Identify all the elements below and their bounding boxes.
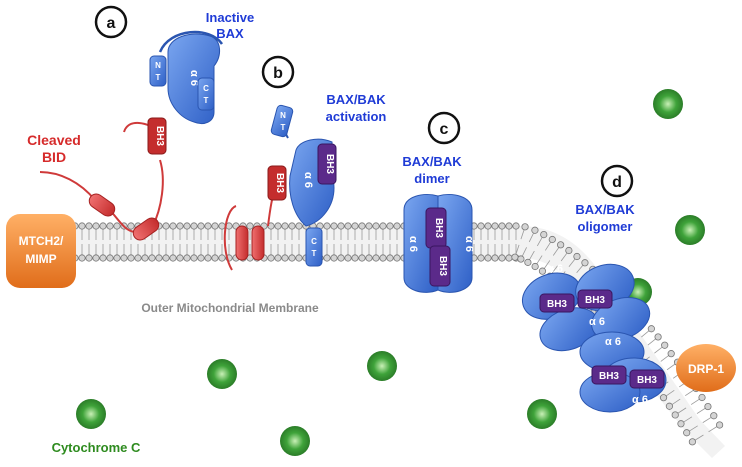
step-a-label-line2: BAX <box>216 26 244 41</box>
step-d: d BAX/BAK oligomer α 6 BH3 BH3 α 6 α 6 B… <box>522 164 667 413</box>
cytochrome-c <box>280 426 310 456</box>
step-b-bid-bh3-label: BH3 <box>274 173 285 193</box>
step-a-alpha6-label: α 6 <box>188 70 200 86</box>
bid-label-line2: BID <box>42 149 66 165</box>
cytochrome-c <box>367 351 397 381</box>
step-c-bh3-top: BH3 <box>433 218 444 238</box>
step-c-label-line1: BAX/BAK <box>402 154 462 169</box>
mtch2-label-line1: MTCH2/ <box>19 234 64 248</box>
step-b-ct-c: C <box>311 237 317 246</box>
cytochrome-c-molecules <box>76 89 705 456</box>
step-a-ct-t: T <box>204 96 209 105</box>
step-b-alpha6-label: α 6 <box>302 172 314 188</box>
step-a: a Inactive BAX α 6 N T C T <box>94 5 254 125</box>
cytochrome-c <box>76 399 106 429</box>
drp1: DRP-1 <box>676 344 736 392</box>
step-d-bh3-3: BH3 <box>599 371 619 382</box>
step-b-bax-bh3-label: BH3 <box>324 154 335 174</box>
cytochrome-c <box>653 89 683 119</box>
step-d-alpha6-4: α 6 <box>632 394 648 406</box>
step-d-alpha6-2: α 6 <box>589 316 605 328</box>
membrane-label: Outer Mitochondrial Membrane <box>141 301 319 315</box>
cytochrome-c <box>207 359 237 389</box>
step-b-ct-t: T <box>312 249 317 258</box>
step-b-number: b <box>273 65 283 82</box>
step-b-label-line2: activation <box>326 109 387 124</box>
step-b-nt-n: N <box>280 111 286 120</box>
step-d-marker <box>600 164 634 198</box>
step-b-marker <box>261 55 295 89</box>
step-b-nt-t: T <box>281 123 286 132</box>
step-c-number: c <box>440 121 449 138</box>
step-a-nt-t: T <box>156 73 161 82</box>
drp1-label: DRP-1 <box>688 362 724 376</box>
step-a-number: a <box>107 15 116 32</box>
step-d-alpha6-3: α 6 <box>605 336 621 348</box>
step-b: b BAX/BAK activation BH3 α 6 BH3 N T C T <box>223 55 387 271</box>
step-d-bh3-4: BH3 <box>637 375 657 386</box>
step-c-bh3-bottom: BH3 <box>437 256 448 276</box>
step-d-bh3-1: BH3 <box>547 299 567 310</box>
step-d-alpha6-1: α 6 <box>547 263 563 275</box>
step-c-alpha6-right: α 6 <box>463 236 475 252</box>
step-a-nt-n: N <box>155 61 161 70</box>
bid-label-line1: Cleaved <box>27 132 81 148</box>
step-d-label-line2: oligomer <box>578 219 633 234</box>
cytochrome-c-label: Cytochrome C <box>52 440 141 455</box>
step-a-ct-c: C <box>203 84 209 93</box>
step-a-label-line1: Inactive <box>206 10 254 25</box>
step-c-alpha6-left: α 6 <box>407 236 419 252</box>
step-c-marker <box>427 111 461 145</box>
mtch2-label-line2: MIMP <box>25 252 56 266</box>
step-d-label-line1: BAX/BAK <box>575 202 635 217</box>
step-d-number: d <box>612 174 622 191</box>
step-c: c BAX/BAK dimer α 6 α 6 BH3 BH3 <box>402 111 475 293</box>
step-b-label-line1: BAX/BAK <box>326 92 386 107</box>
cytochrome-c <box>675 215 705 245</box>
step-d-bh3-2: BH3 <box>585 295 605 306</box>
cleaved-bid: Cleaved BID BH3 <box>27 117 167 241</box>
cytochrome-c <box>527 399 557 429</box>
mtch2-mimp: MTCH2/ MIMP <box>6 214 76 288</box>
step-a-marker <box>94 5 128 39</box>
step-c-label-line2: dimer <box>414 171 449 186</box>
bid-bh3-label: BH3 <box>154 126 165 146</box>
